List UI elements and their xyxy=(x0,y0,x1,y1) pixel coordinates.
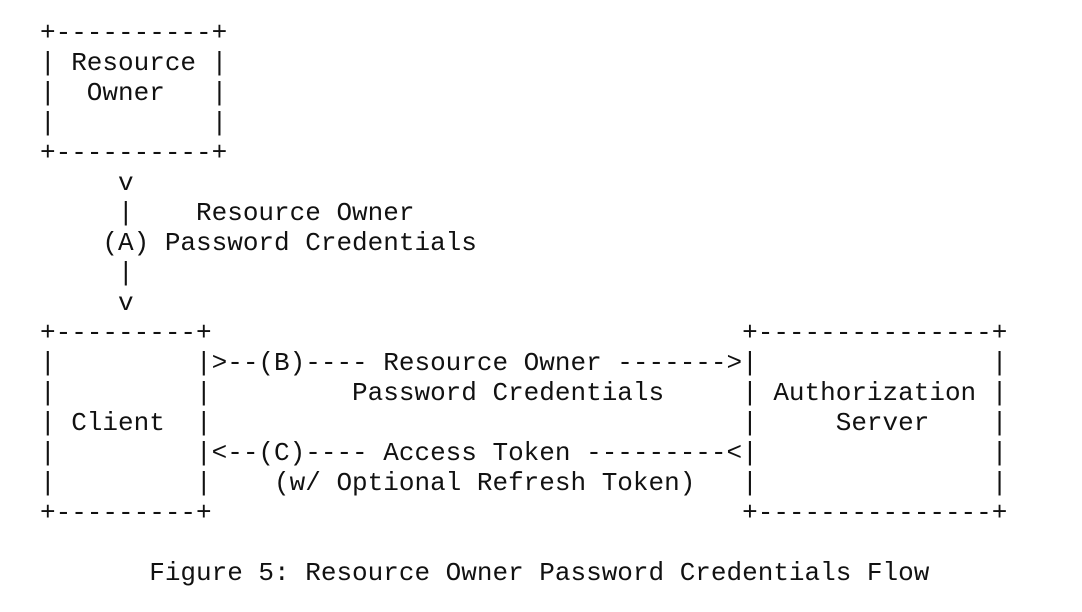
diagram-line: | xyxy=(40,258,134,288)
diagram-line: | Client | | Server | xyxy=(40,408,1008,438)
diagram-line: | | xyxy=(40,108,228,138)
diagram-line: | |>--(B)---- Resource Owner ------->| | xyxy=(40,348,1008,378)
diagram-line: | | Password Credentials | Authorization… xyxy=(40,378,1008,408)
diagram-line: | |<--(C)---- Access Token ---------<| | xyxy=(40,438,1008,468)
diagram-line: (A) Password Credentials xyxy=(40,228,477,258)
diagram-line: +----------+ xyxy=(40,138,228,168)
diagram-line: | Resource | xyxy=(40,48,228,78)
ascii-flow-diagram: +----------+| Resource || Owner || |+---… xyxy=(40,18,1007,588)
diagram-line: +---------+ +---------------+ xyxy=(40,498,1008,528)
diagram-line: v xyxy=(40,168,134,198)
diagram-line: | Owner | xyxy=(40,78,228,108)
diagram-line: +----------+ xyxy=(40,18,228,48)
diagram-line: +---------+ +---------------+ xyxy=(40,318,1008,348)
diagram-line: v xyxy=(40,288,134,318)
diagram-line xyxy=(40,528,1007,558)
diagram-line: | | (w/ Optional Refresh Token) | | xyxy=(40,468,1008,498)
diagram-line: | Resource Owner xyxy=(40,198,415,228)
figure-caption: Figure 5: Resource Owner Password Creden… xyxy=(40,558,930,588)
